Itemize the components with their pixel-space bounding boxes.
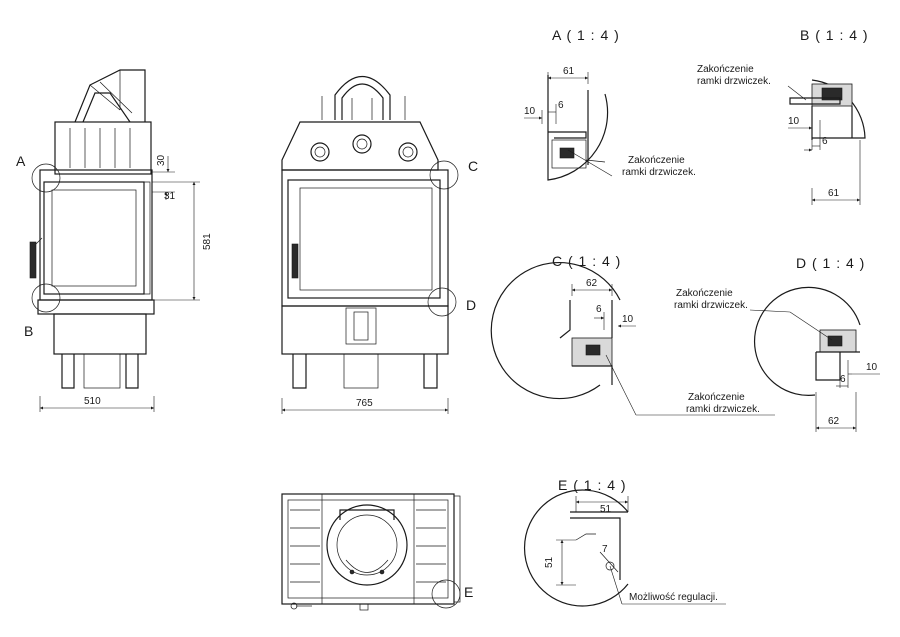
callout-c-label: C [468, 158, 478, 174]
detail-b-note-line2: ramki drzwiczek. [697, 76, 771, 87]
detail-d-note-line2: ramki drzwiczek. [674, 300, 748, 311]
callout-b-label: B [24, 323, 33, 339]
detail-c-note-line1: Zakończenie [688, 392, 745, 403]
detail-c [490, 261, 775, 416]
detail-a-note-line2: ramki drzwiczek. [622, 167, 696, 178]
detail-e-title: E ( 1 : 4 ) [558, 477, 627, 493]
detail-e-dim-7: 7 [602, 544, 608, 555]
detail-b-callout-circle [31, 283, 61, 313]
detail-d-title: D ( 1 : 4 ) [796, 255, 865, 271]
detail-a-title: A ( 1 : 4 ) [552, 27, 620, 43]
detail-d-callout-circle [427, 287, 457, 317]
detail-a-note-line1: Zakończenie [628, 155, 685, 166]
detail-e-dim-51-h: 51 [600, 504, 612, 515]
callout-e-label: E [464, 584, 473, 600]
detail-a-dim-61: 61 [563, 66, 575, 77]
detail-a-callout-circle [31, 163, 61, 193]
detail-a-dim-10: 10 [524, 106, 536, 117]
top-view [281, 493, 461, 611]
detail-c-callout-circle [429, 160, 459, 190]
detail-d-dim-10: 10 [866, 362, 878, 373]
detail-c-title: C ( 1 : 4 ) [552, 253, 621, 269]
front-height-dim: 581 [202, 233, 213, 250]
firebox-body [39, 169, 153, 301]
detail-e-dim-51-v: 51 [544, 556, 555, 568]
detail-b-note-line1: Zakończenie [697, 64, 754, 75]
detail-b-dim-61: 61 [828, 188, 840, 199]
detail-b [787, 79, 866, 205]
front-dim-31: 31 [164, 191, 176, 202]
detail-a [524, 72, 613, 181]
hood-body [54, 121, 152, 175]
detail-d-dim-6: 6 [840, 374, 846, 385]
side-view [281, 76, 459, 414]
detail-c-dim-62: 62 [586, 278, 598, 289]
detail-a-dim-6: 6 [558, 100, 564, 111]
side-firebox [281, 169, 449, 307]
callout-d-label: D [466, 297, 476, 313]
door-handle [29, 241, 37, 279]
callout-a-label: A [16, 153, 26, 169]
detail-e-callout-circle [431, 579, 461, 609]
detail-b-dim-6: 6 [822, 136, 828, 147]
detail-c-dim-10: 10 [622, 314, 634, 325]
detail-b-dim-10: 10 [788, 116, 800, 127]
front-view [29, 69, 200, 412]
detail-b-title: B ( 1 : 4 ) [800, 27, 869, 43]
front-width-dim: 510 [84, 396, 101, 407]
detail-c-note-line2: ramki drzwiczek. [686, 404, 760, 415]
detail-c-dim-6: 6 [596, 304, 602, 315]
detail-d-dim-62: 62 [828, 416, 840, 427]
side-width-dim: 765 [356, 398, 373, 409]
detail-d [749, 286, 880, 432]
detail-e-note: Możliwość regulacji. [629, 592, 718, 603]
detail-d-note-line1: Zakończenie [676, 288, 733, 299]
detail-e [523, 489, 726, 607]
front-dim-30: 30 [156, 154, 167, 166]
